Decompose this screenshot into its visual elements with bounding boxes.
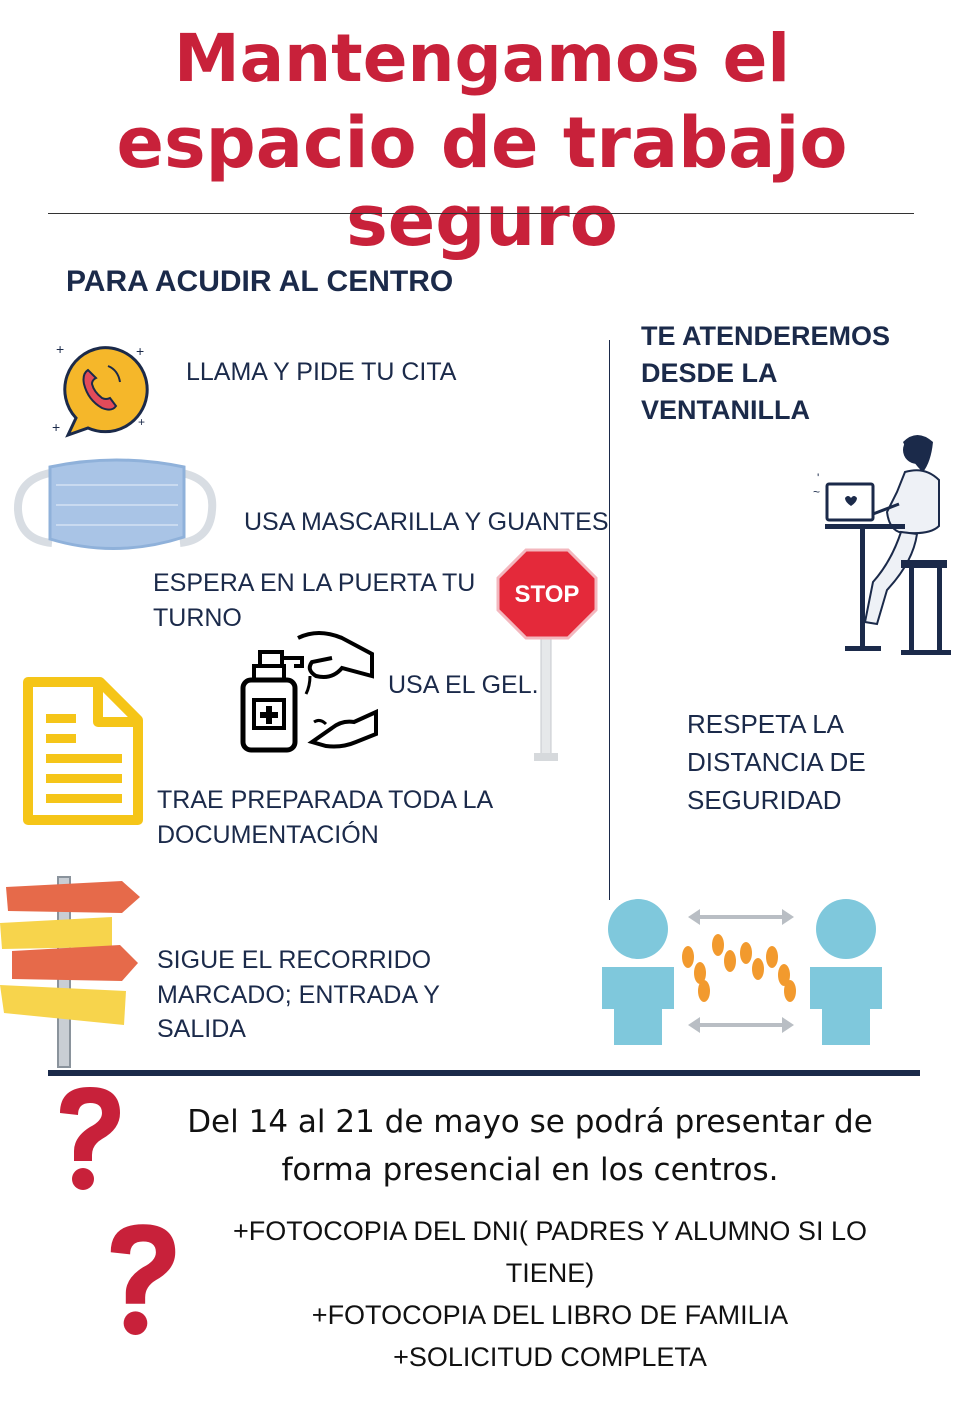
mask-icon (14, 458, 217, 550)
window-heading-3: VENTANILLA (641, 395, 810, 425)
section-divider (48, 1070, 920, 1076)
question-mark-icon (110, 1224, 176, 1335)
social-distance-icon (602, 899, 882, 1045)
document-icon (23, 677, 143, 825)
documents-line-3: +FOTOCOPIA DEL LIBRO DE FAMILIA (311, 1300, 789, 1330)
stop-sign-label: STOP (515, 581, 580, 608)
step-route-text-3: SALIDA (157, 1015, 246, 1043)
step-docs-text-1: TRAE PREPARADA TODA LA (157, 786, 494, 814)
svg-text:': ' (817, 471, 819, 485)
distance-text-2: DISTANCIA DE (687, 747, 866, 777)
svg-text:+: + (56, 341, 64, 357)
step-route-text-2: MARCADO; ENTRADA Y (157, 981, 440, 1009)
svg-text:+: + (136, 343, 144, 359)
phone-icon: + + + + (52, 341, 149, 438)
question-mark-icon (60, 1087, 120, 1190)
step-call-text: LLAMA Y PIDE TU CITA (186, 358, 457, 386)
title-line-2: espacio de trabajo seguro (116, 102, 848, 263)
hand-sanitizer-icon (240, 631, 378, 753)
title-line-1: Mantengamos el (173, 20, 791, 97)
window-heading-2: DESDE LA (641, 358, 778, 388)
documents-line-4: +SOLICITUD COMPLETA (393, 1342, 707, 1372)
title-divider (48, 213, 914, 214)
notice-line-1: Del 14 al 21 de mayo se podrá presentar … (187, 1104, 873, 1140)
step-route-text-1: SIGUE EL RECORRIDO (157, 946, 432, 974)
section-title: PARA ACUDIR AL CENTRO (66, 265, 454, 298)
notice-line-2: forma presencial en los centros. (281, 1152, 779, 1188)
step-wait-text-2: TURNO (153, 604, 242, 632)
svg-text:+: + (52, 419, 60, 435)
documents-line-1: +FOTOCOPIA DEL DNI( PADRES Y ALUMNO SI L… (233, 1216, 867, 1246)
documents-line-2: TIENE) (505, 1258, 595, 1288)
svg-text:+: + (138, 415, 145, 429)
stop-sign-icon: STOP (496, 548, 598, 761)
distance-text-1: RESPETA LA (687, 709, 845, 739)
step-mask-text: USA MASCARILLA Y GUANTES (244, 508, 609, 536)
step-docs-text-2: DOCUMENTACIÓN (157, 821, 379, 849)
column-divider (609, 340, 610, 900)
distance-text-3: SEGURIDAD (687, 785, 842, 815)
window-attendant-icon: ~ ' (813, 435, 951, 655)
step-wait-text-1: ESPERA EN LA PUERTA TU (153, 569, 476, 597)
window-heading-1: TE ATENDEREMOS (641, 321, 891, 351)
signpost-icon (0, 876, 140, 1068)
step-gel-text: USA EL GEL. (388, 671, 539, 699)
svg-text:~: ~ (813, 485, 820, 499)
